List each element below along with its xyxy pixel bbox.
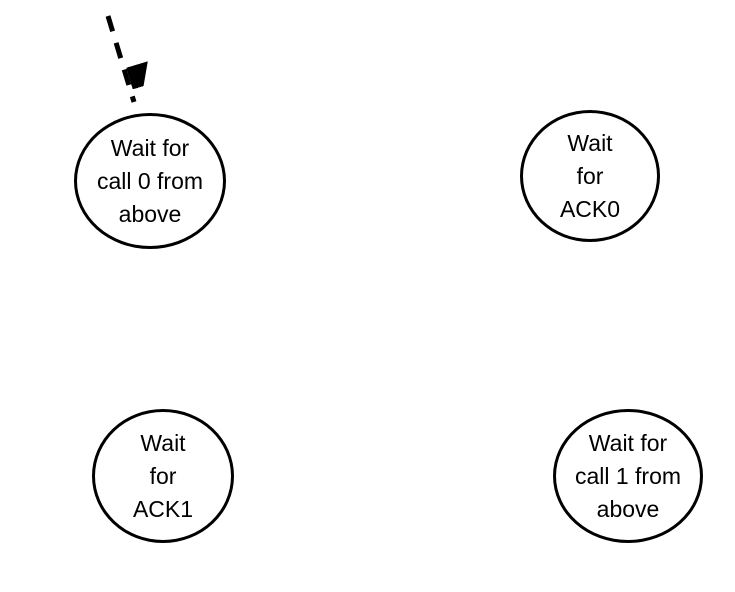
initial-arrow-line bbox=[105, 15, 134, 103]
state-wait-call-1-from-above: Wait for call 1 from above bbox=[553, 409, 703, 543]
state-wait-call-0-from-above: Wait for call 0 from above bbox=[74, 113, 226, 249]
state-label-wait-ack0: Wait for ACK0 bbox=[559, 129, 621, 222]
state-wait-for-ack0: Wait for ACK0 bbox=[520, 110, 660, 242]
state-label-wait-call-1: Wait for call 1 from above bbox=[574, 429, 682, 522]
state-label-wait-ack1: Wait for ACK1 bbox=[132, 429, 194, 522]
state-wait-for-ack1: Wait for ACK1 bbox=[92, 409, 234, 543]
state-label-wait-call-0: Wait for call 0 from above bbox=[96, 134, 204, 227]
